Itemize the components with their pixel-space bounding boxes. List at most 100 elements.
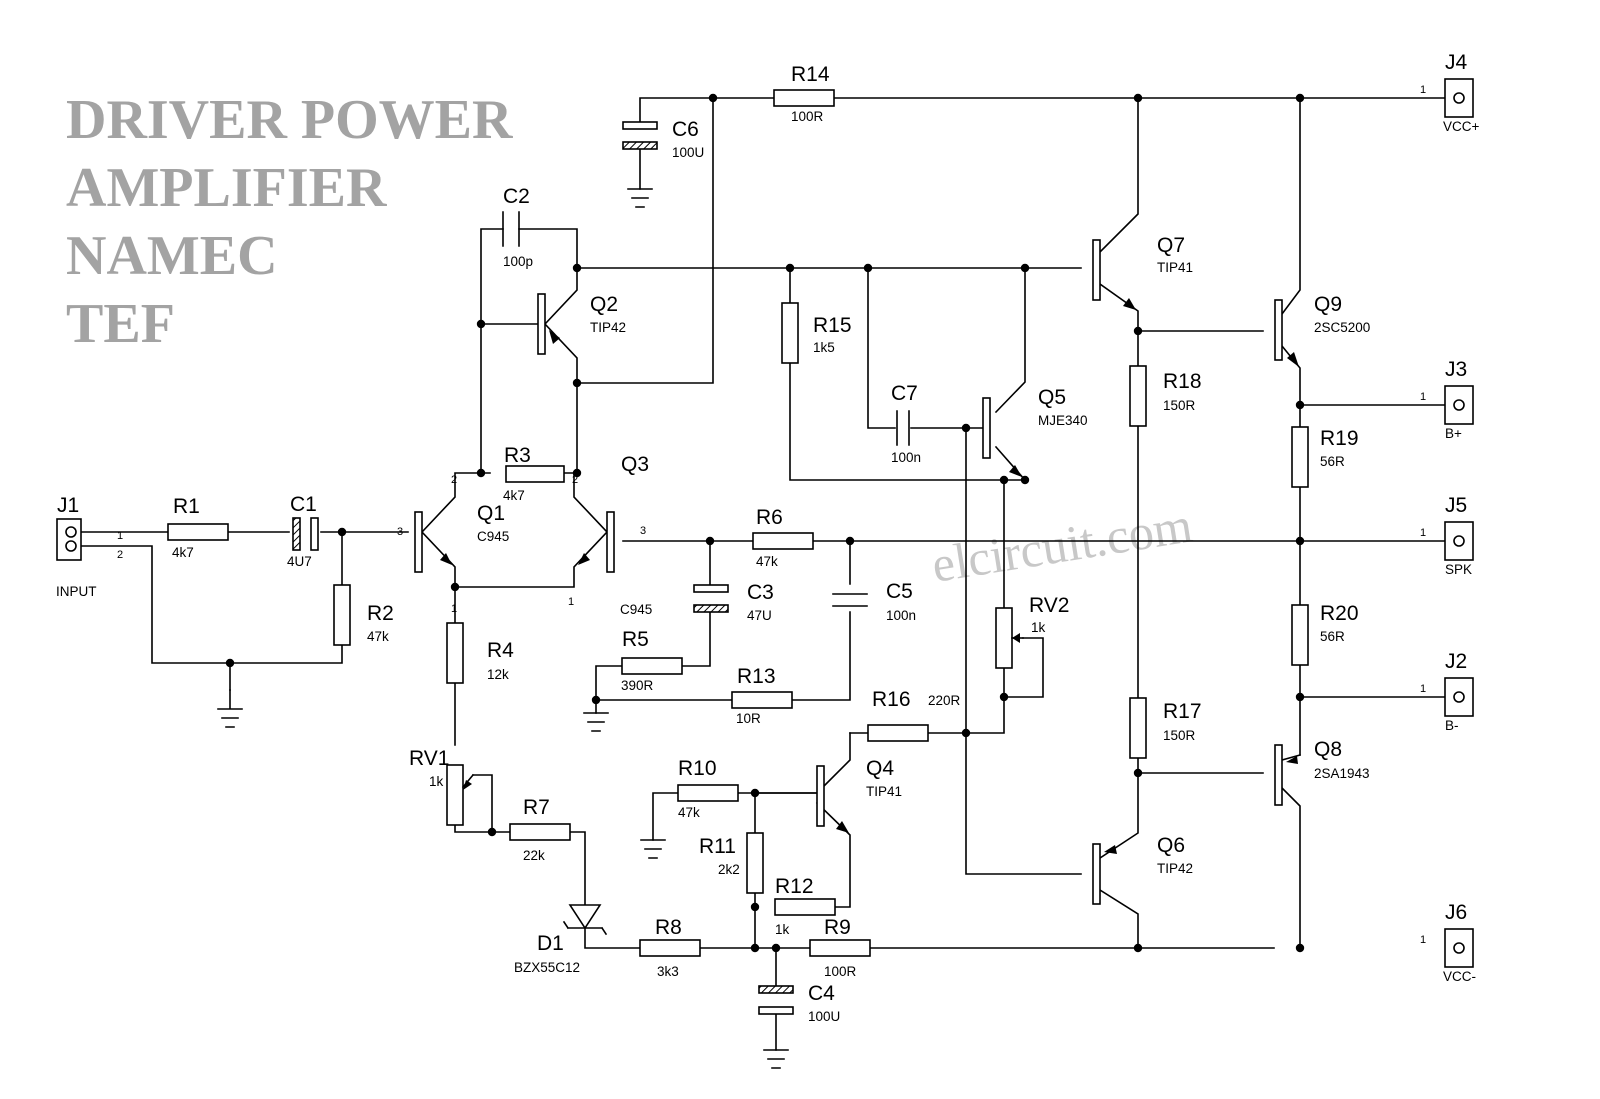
D1-value: BZX55C12 [514,960,580,975]
Q2-ref: Q2 [590,293,618,316]
Q3-pin-1: 1 [568,596,574,608]
R16-ref: R16 [872,688,911,711]
resistor-R3: R3 4k7 [503,444,565,503]
J1-ref: J1 [57,494,79,517]
R10-value: 47k [678,805,700,820]
transistor-Q2: Q2 TIP42 [537,293,626,355]
resistor-R8: R8 3k3 [639,916,701,979]
capacitor-C6: C6 100U [622,118,704,160]
connector-J2: J2 B- 1 [1420,650,1474,733]
zener-D1: D1 BZX55C12 [514,904,608,975]
resistor-R6: R6 47k [752,506,814,569]
Q6-value: TIP42 [1157,861,1193,876]
Q9-ref: Q9 [1314,293,1342,316]
junctions [225,93,1305,953]
title-line-4: TEF [66,293,175,355]
R13-value: 10R [736,711,761,726]
R15-value: 1k5 [813,340,835,355]
resistor-R17: R17 150R [1129,697,1202,759]
RV2-ref: RV2 [1029,594,1069,617]
R12-ref: R12 [775,875,814,898]
R20-ref: R20 [1320,602,1359,625]
J4-pin: 1 [1420,84,1426,96]
R14-value: 100R [791,109,824,124]
J2-pin: 1 [1420,683,1426,695]
J3-ref: J3 [1445,358,1467,381]
Q3-pin-2: 2 [572,474,578,486]
Q7-ref: Q7 [1157,234,1185,257]
resistor-R16: R16 220R [867,688,961,742]
RV1-value: 1k [429,774,444,789]
connector-J1: J1 INPUT 1 2 [56,494,123,599]
R14-ref: R14 [791,63,830,86]
J1-value: INPUT [56,584,97,599]
resistor-R2: R2 47k [333,584,394,646]
C6-ref: C6 [672,118,699,141]
resistor-R1: R1 4k7 [167,495,229,560]
Q1-value: C945 [477,529,509,544]
J5-pin: 1 [1420,527,1426,539]
ground-symbol [583,712,609,732]
J4-value: VCC+ [1443,119,1480,134]
Q3-ref: Q3 [621,453,649,476]
J6-pin: 1 [1420,934,1426,946]
resistor-R12: R12 1k [774,875,836,937]
Q7-value: TIP41 [1157,260,1193,275]
capacitor-C3: C3 47U [693,581,774,623]
transistor-Q9: Q9 2SC5200 [1274,293,1370,367]
J5-ref: J5 [1445,494,1467,517]
D1-ref: D1 [537,932,564,955]
R2-value: 47k [367,629,389,644]
ground-symbol [627,188,653,208]
J6-ref: J6 [1445,901,1467,924]
capacitor-C1: C1 4U7 [287,493,319,569]
transistor-Q6: Q6 TIP42 [1092,834,1193,905]
resistor-R13: R13 10R [731,665,793,726]
J1-pin-1: 1 [117,530,123,542]
resistor-R4: R4 12k [446,622,514,684]
Q4-value: TIP41 [866,784,902,799]
Q6-ref: Q6 [1157,834,1185,857]
R19-ref: R19 [1320,427,1359,450]
Q1-pin-2: 2 [451,474,457,486]
title-line-1: DRIVER POWER [66,89,513,151]
ground-symbol [763,1049,789,1069]
wires [80,97,1446,1051]
connector-J5: J5 SPK 1 [1420,494,1474,577]
C1-value: 4U7 [287,554,312,569]
J3-value: B+ [1445,426,1462,441]
Q5-ref: Q5 [1038,386,1066,409]
R13-ref: R13 [737,665,776,688]
R12-value: 1k [775,922,790,937]
Q4-ref: Q4 [866,757,894,780]
C5-ref: C5 [886,580,913,603]
connector-J3: J3 B+ 1 [1420,358,1474,441]
R5-value: 390R [621,678,654,693]
R7-value: 22k [523,848,545,863]
Q9-value: 2SC5200 [1314,320,1370,335]
R6-ref: R6 [756,506,783,529]
R20-value: 56R [1320,629,1345,644]
transistor-Q8: Q8 2SA1943 [1274,738,1370,806]
R19-value: 56R [1320,454,1345,469]
J3-pin: 1 [1420,391,1426,403]
capacitor-C4: C4 100U [758,982,840,1024]
C4-ref: C4 [808,982,835,1005]
R15-ref: R15 [813,314,852,337]
R5-ref: R5 [622,628,649,651]
C4-value: 100U [808,1009,840,1024]
R9-ref: R9 [824,916,851,939]
R8-value: 3k3 [657,964,679,979]
R1-ref: R1 [173,495,200,518]
C1-ref: C1 [290,493,317,516]
resistor-R7: R7 22k [509,796,571,863]
Q3-pin-3: 3 [640,525,646,537]
R1-value: 4k7 [172,545,194,560]
ground-symbol [217,689,243,728]
connector-J4: J4 VCC+ 1 [1420,51,1480,134]
resistor-R15: R15 1k5 [781,302,852,364]
R18-value: 150R [1163,398,1196,413]
Q1-pin-1: 1 [451,603,457,615]
R18-ref: R18 [1163,370,1202,393]
